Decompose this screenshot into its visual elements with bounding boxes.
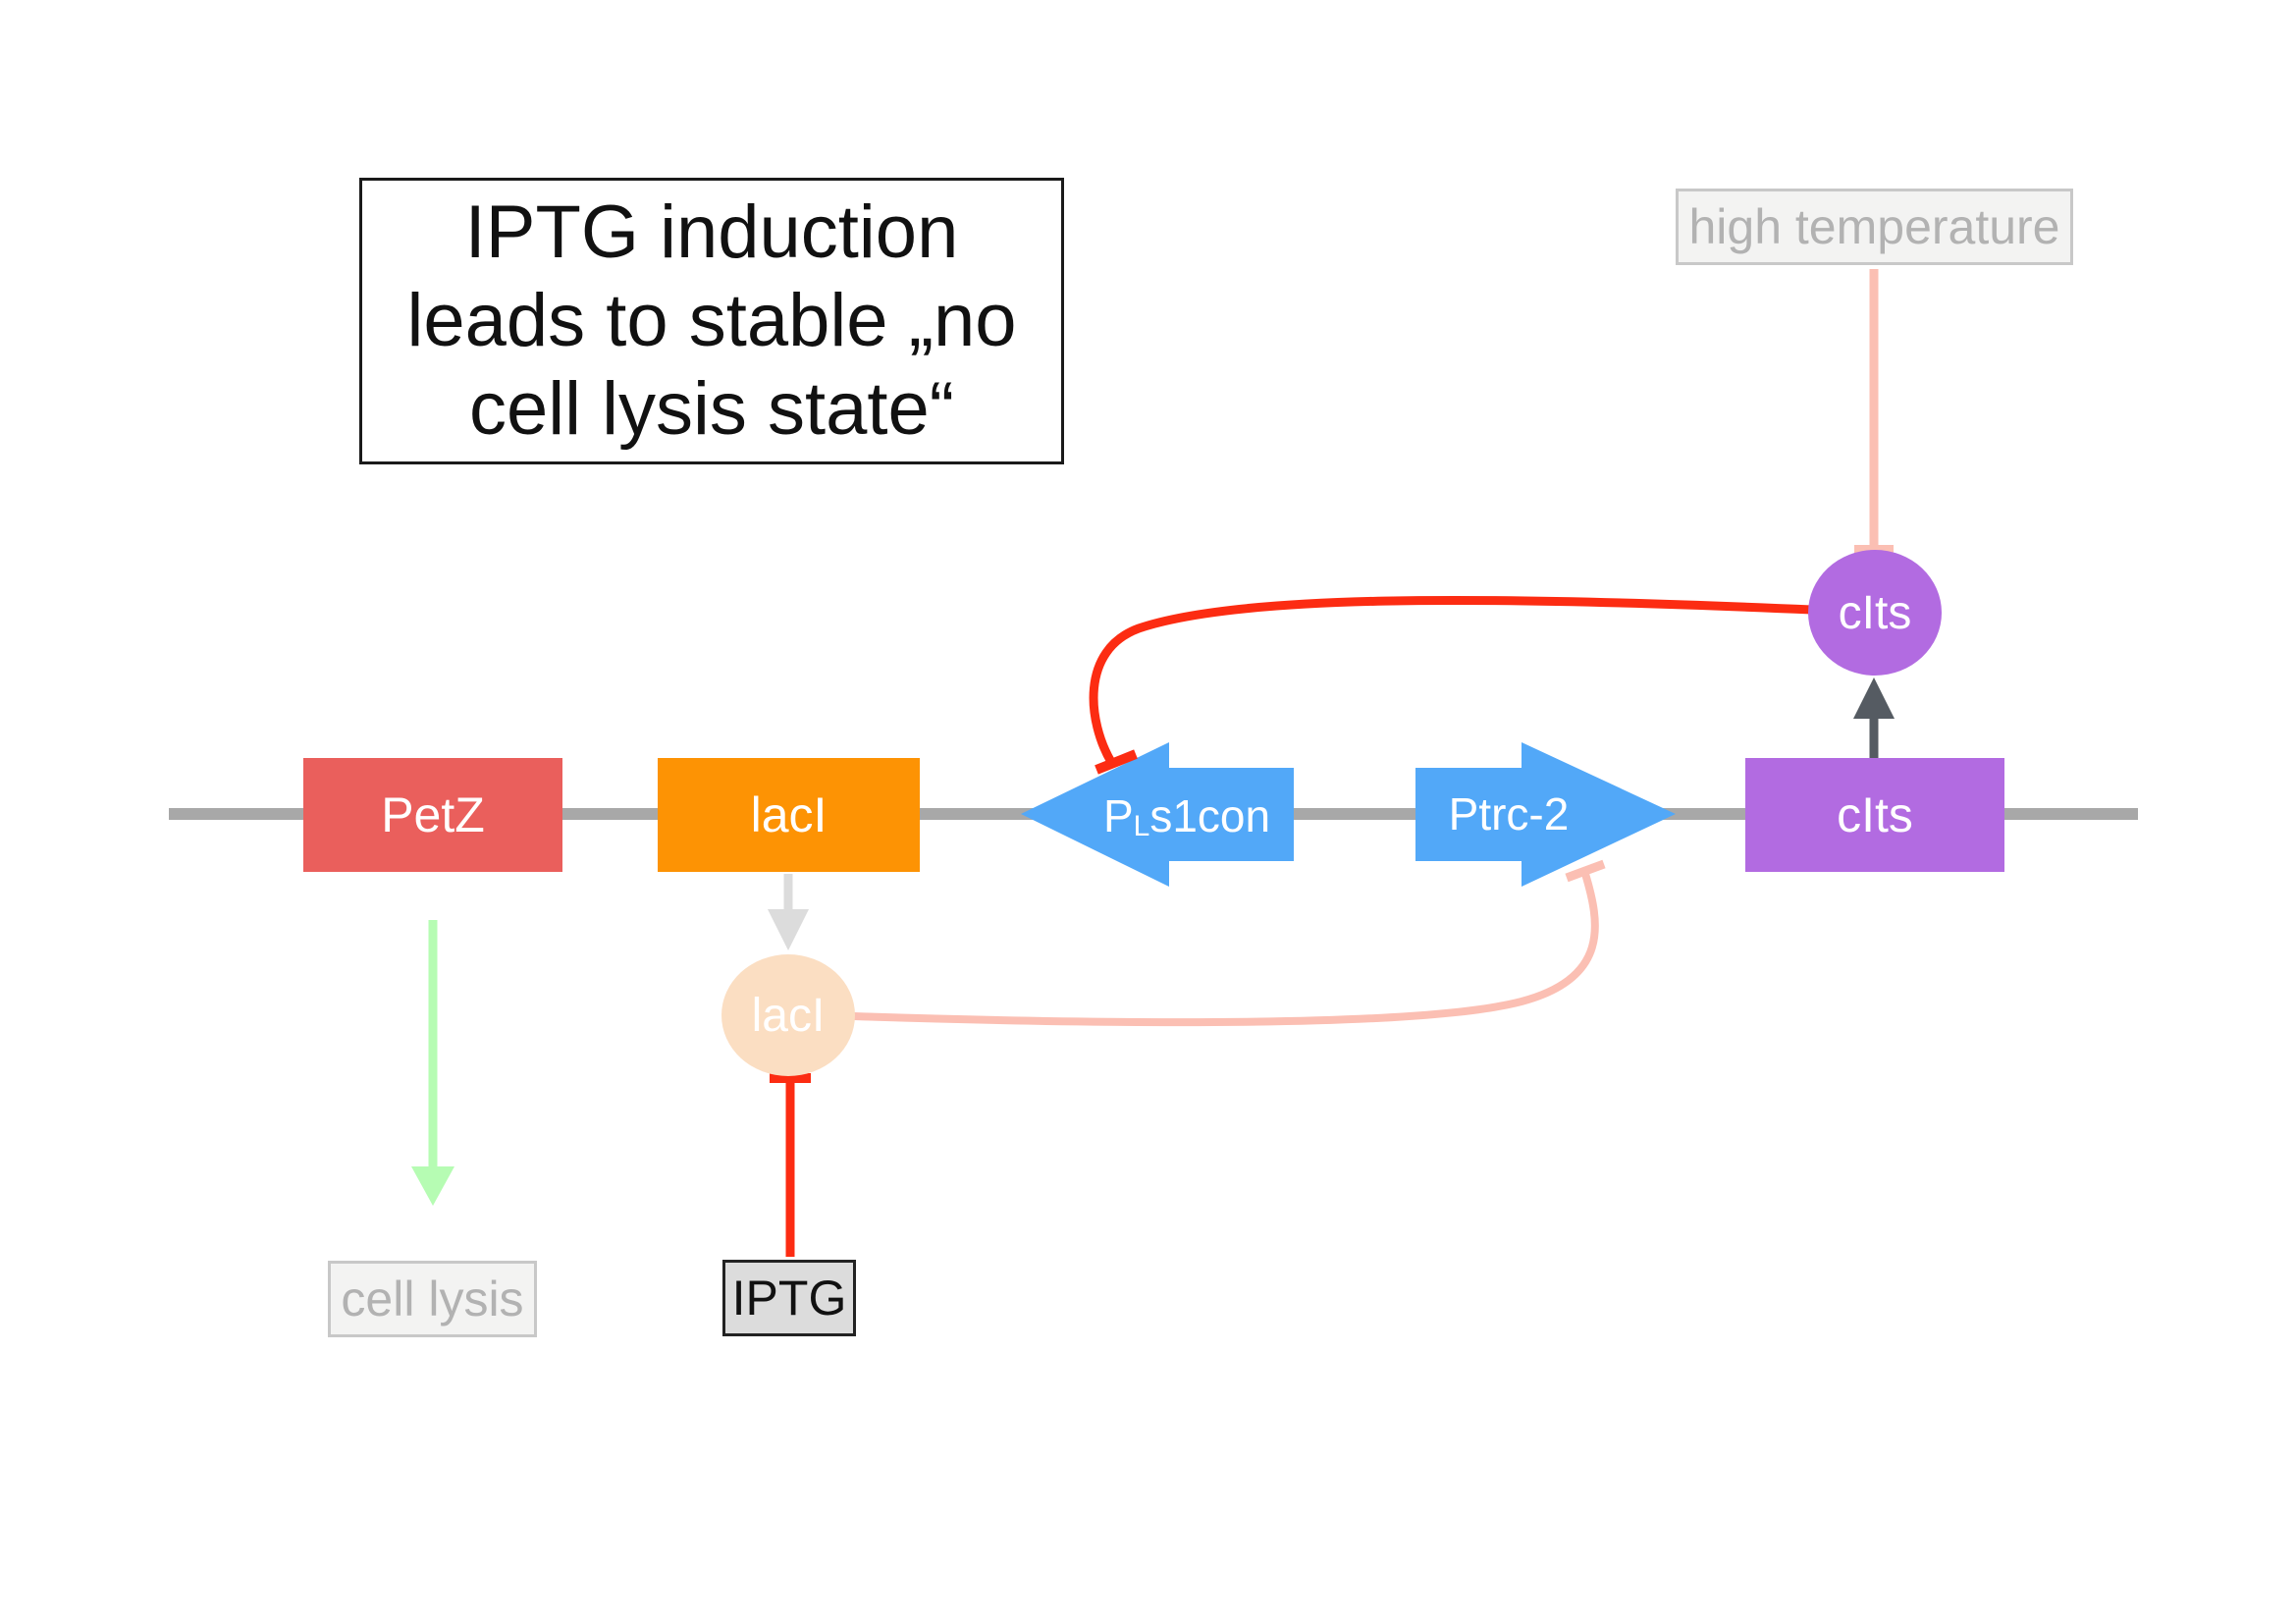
title-line-2: leads to stable „no [406, 279, 1017, 362]
input-iptg-label: IPTG [731, 1271, 847, 1326]
laci-represses-ptrc2-bar [1565, 859, 1606, 883]
title-line-1: IPTG induction [464, 190, 959, 274]
clts-expression-arrowhead [1853, 677, 1895, 719]
promoter-ptrc2-label: Ptrc-2 [1448, 788, 1570, 839]
diagram-title: IPTG induction leads to stable „no cell … [359, 178, 1064, 464]
input-iptg: IPTG [722, 1260, 856, 1336]
promoter-pls1con-arrow [1021, 742, 1294, 887]
gene-laci-label: lacI [750, 787, 828, 842]
promoter-pls1con-label: PLs1con [1102, 789, 1271, 842]
output-cell-lysis: cell lysis [328, 1261, 537, 1337]
output-cell-lysis-label: cell lysis [341, 1272, 524, 1326]
protein-clts: cIts [1808, 550, 1942, 676]
protein-clts-label: cIts [1838, 586, 1912, 639]
clts-represses-pls1con-edge [1089, 595, 1813, 765]
promoter-ptrc2-arrow [1415, 742, 1676, 887]
clts-represses-pls1con-bar [1095, 749, 1138, 775]
gene-petz-label: PetZ [381, 787, 485, 842]
petz-activates-lysis-arrowhead [411, 1166, 454, 1206]
protein-laci-label: lacI [751, 989, 826, 1042]
promoter-ptrc2: Ptrc-2 [1415, 780, 1602, 848]
laci-represses-ptrc2-edge [853, 872, 1599, 1027]
laci-expression-arrowhead [768, 909, 809, 950]
gene-laci: lacI [658, 758, 920, 872]
promoter-pls1con: PLs1con [1080, 782, 1294, 850]
gene-clts: cIts [1745, 758, 2004, 872]
gene-clts-label: cIts [1837, 787, 1913, 842]
gene-petz: PetZ [303, 758, 562, 872]
title-line-3: cell lysis state“ [468, 367, 955, 451]
input-high-temperature-label: high temperature [1688, 199, 2060, 254]
protein-laci: lacI [721, 954, 855, 1076]
input-high-temperature: high temperature [1676, 189, 2073, 265]
